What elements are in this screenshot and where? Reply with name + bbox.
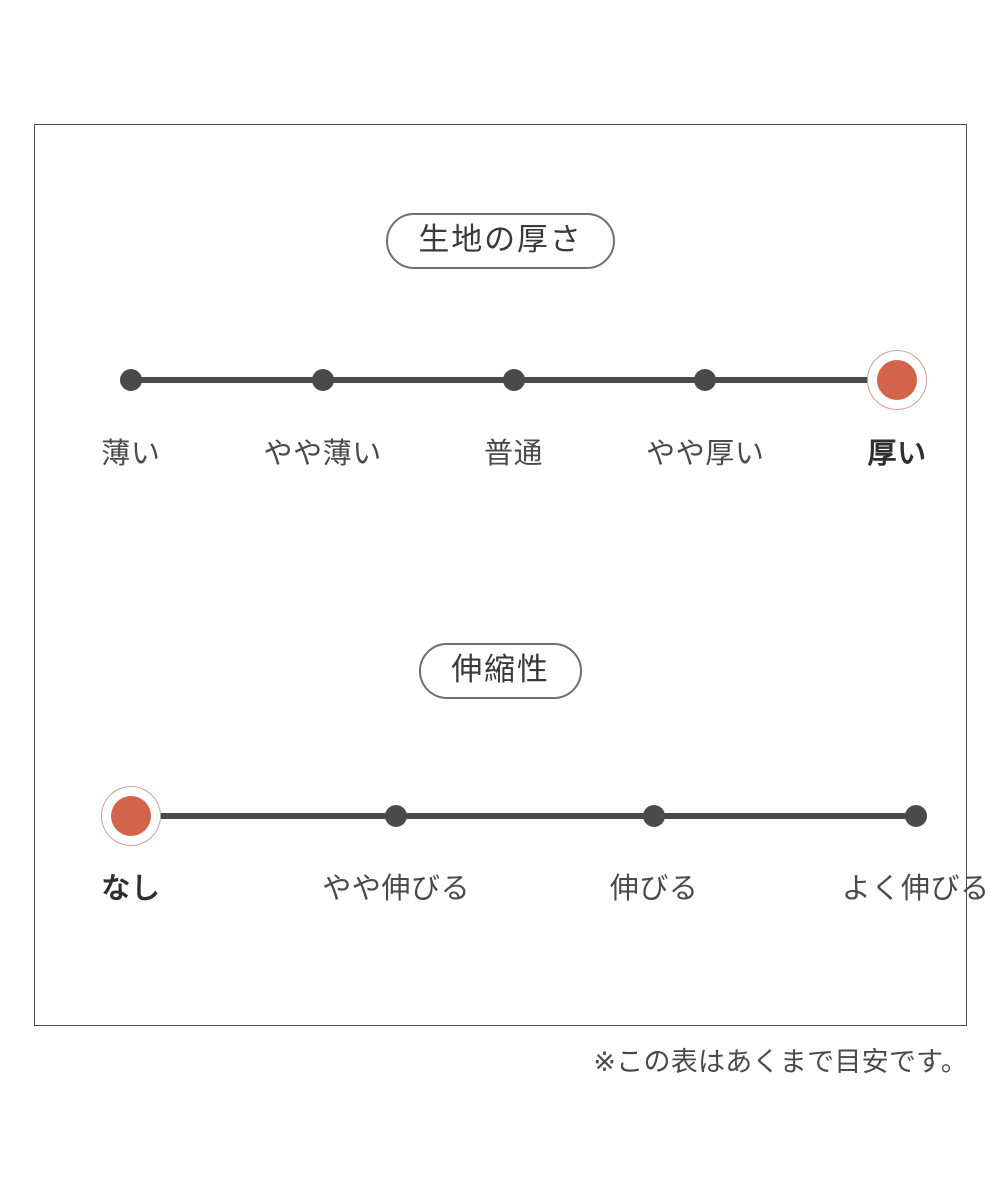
thickness-label-0: 薄い: [101, 438, 161, 470]
thickness-scale: [35, 350, 966, 410]
stretch-scale: [35, 786, 966, 846]
stretch-node-yaya-nobiru[interactable]: [385, 805, 408, 827]
thickness-label-3: やや厚い: [646, 438, 765, 470]
thickness-node-atsui-selected[interactable]: [877, 360, 918, 400]
stretch-label-1: やや伸びる: [322, 873, 471, 905]
stretch-label-0: なし: [101, 873, 161, 905]
stretch-scale-track: [130, 813, 916, 819]
thickness-label-1: やや薄い: [263, 438, 382, 470]
chart-footnote: ※この表はあくまで目安です。: [593, 1047, 968, 1077]
thickness-label-4: 厚い: [867, 438, 927, 470]
thickness-node-yaya-usui[interactable]: [311, 369, 334, 391]
thickness-labels: 薄い やや薄い 普通 やや厚い 厚い: [35, 440, 966, 488]
stretch-labels: なし やや伸びる 伸びる よく伸びる: [35, 873, 989, 923]
thickness-label-2: 普通: [483, 438, 544, 470]
stretch-label-3: よく伸びる: [841, 873, 990, 905]
section-heading-stretch-row: 伸縮性: [35, 643, 966, 699]
section-heading-stretch: 伸縮性: [419, 643, 582, 699]
chart-frame: 生地の厚さ 薄い やや薄い 普通 やや厚い 厚い 伸縮性 なし やや伸びる 伸び…: [34, 124, 989, 1026]
thickness-node-futsuu[interactable]: [502, 369, 525, 391]
section-heading-thickness: 生地の厚さ: [386, 213, 615, 269]
stretch-node-nobiru[interactable]: [643, 805, 666, 827]
stretch-node-nashi-selected[interactable]: [110, 796, 151, 836]
section-heading-thickness-row: 生地の厚さ: [35, 213, 966, 269]
stretch-node-yoku-nobiru[interactable]: [904, 805, 927, 827]
thickness-node-yaya-atsui[interactable]: [694, 369, 717, 391]
thickness-node-usui[interactable]: [119, 369, 142, 391]
stretch-label-2: 伸びる: [609, 873, 699, 905]
